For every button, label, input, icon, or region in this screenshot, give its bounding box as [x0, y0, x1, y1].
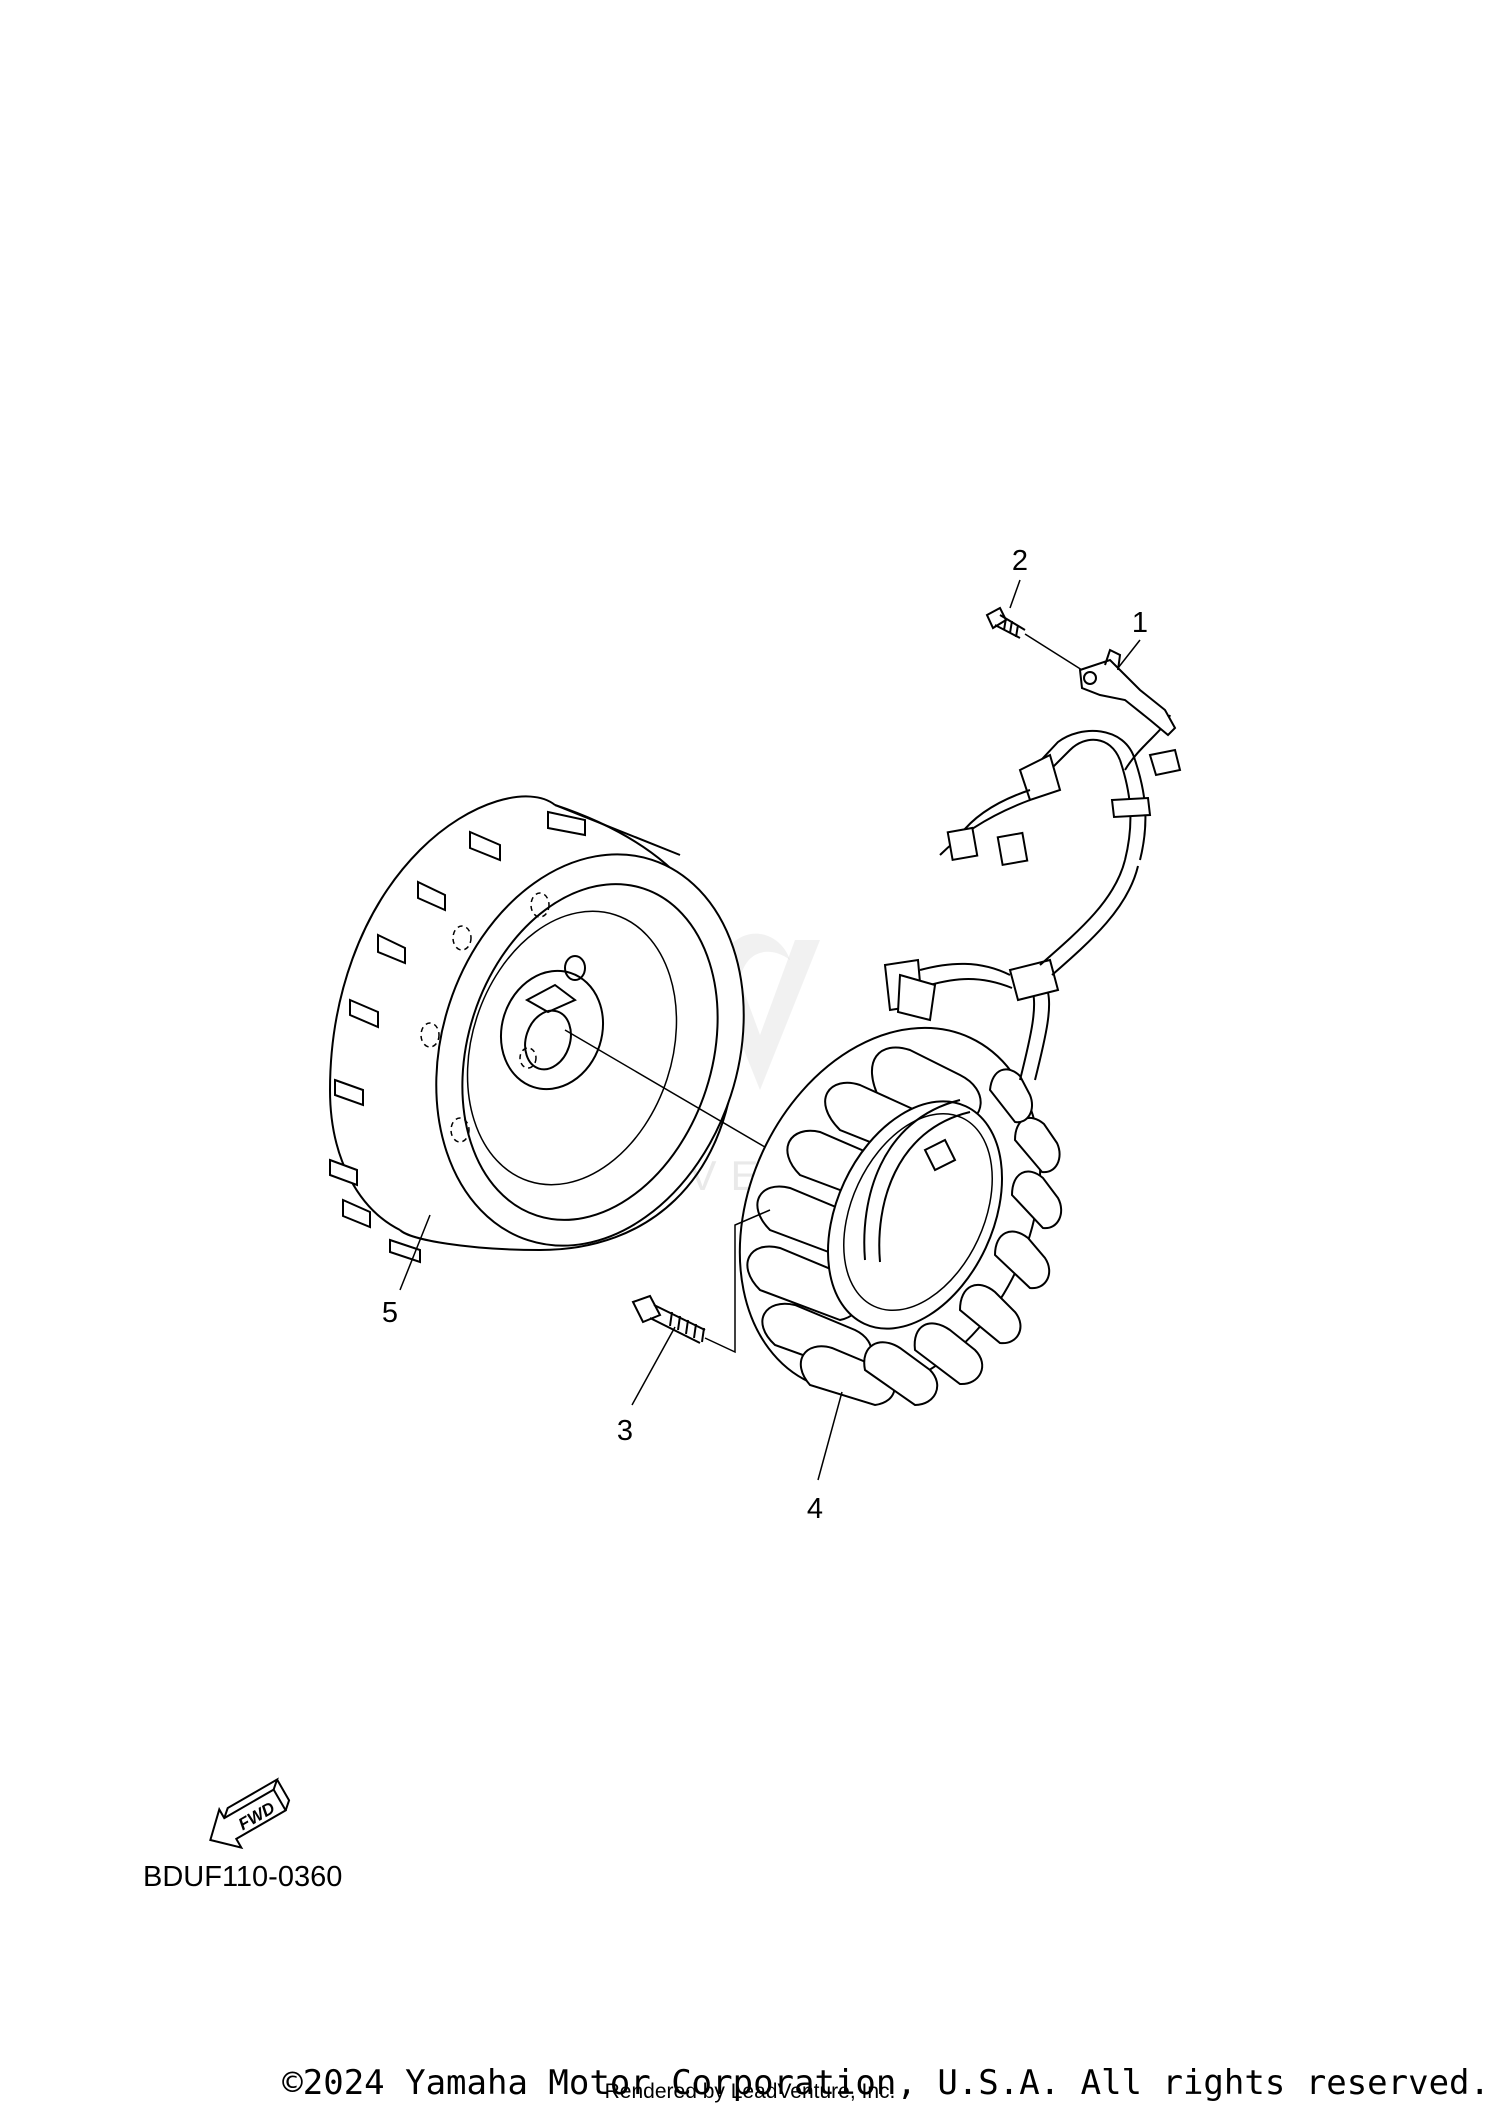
leader-line-3: [631, 1326, 676, 1406]
pickup-coil-bracket: [1078, 648, 1177, 737]
forward-arrow-icon: FWD: [209, 1777, 291, 1850]
leader-line-1: [1117, 639, 1141, 669]
leader-line-2: [1009, 579, 1021, 609]
leader-line-5: [399, 1214, 431, 1291]
copyright-text: ©2024 Yamaha Motor Corporation, U.S.A. A…: [282, 2063, 1490, 2103]
leader-line-4: [817, 1391, 843, 1481]
callout-2: 2: [1012, 545, 1028, 577]
stator-coil: [738, 1026, 1063, 1407]
callout-3: 3: [617, 1415, 633, 1447]
rendered-by-text: Rendered by LeadVenture, Inc.: [605, 2080, 896, 2103]
flywheel-rotor: [328, 795, 745, 1264]
callout-5: 5: [382, 1297, 398, 1329]
bolt-part-3: [631, 1209, 771, 1354]
wiring-harness: [883, 714, 1182, 1081]
callout-1: 1: [1132, 607, 1148, 639]
callout-4: 4: [807, 1493, 823, 1525]
diagram-code: BDUF110-0360: [143, 1861, 342, 1893]
screw-part-2: [985, 606, 1083, 671]
